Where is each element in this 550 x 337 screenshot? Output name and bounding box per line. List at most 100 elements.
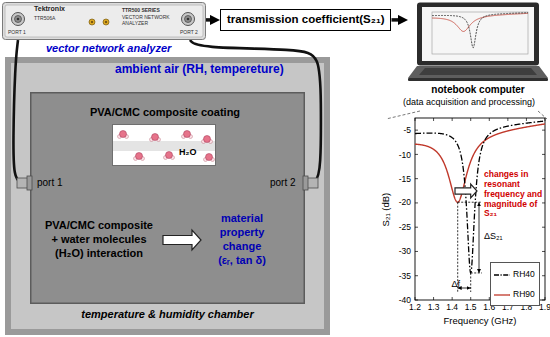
tick-mark (507, 118, 508, 121)
tick-mark (489, 118, 490, 121)
guide-line (471, 272, 482, 273)
sample-box: PVA/CMC composite coatingH₂O (112, 124, 216, 166)
port-connector (187, 18, 190, 21)
port-connector (12, 13, 25, 26)
oxygen-atom (120, 131, 127, 138)
tick-mark (542, 202, 545, 203)
tick-mark (415, 275, 418, 276)
laptop-screen (417, 3, 539, 66)
gold-connector (89, 19, 95, 25)
coax-flange (27, 176, 32, 190)
oxygen-atom (166, 152, 173, 159)
plot-frame (415, 118, 545, 300)
tick-mark (452, 297, 453, 300)
tick-label: -40 (390, 295, 411, 305)
tick-mark (415, 130, 418, 131)
computer-body: (data acquisition and processing) (390, 97, 548, 108)
tick-label: -30 (390, 246, 411, 256)
legend-line-sample (494, 291, 510, 299)
legend-line (494, 294, 510, 295)
legend-line-sample (494, 271, 510, 279)
tick-mark (545, 297, 546, 300)
node-illustration (2, 2, 206, 40)
oxygen-atom (184, 131, 191, 138)
process-note: PVA/CMC composite + water molecules (H₂O… (42, 219, 156, 260)
tick-mark (415, 118, 416, 121)
tick-label: -15 (390, 174, 411, 184)
port-label: PORT 2 (180, 29, 198, 35)
tick-label: 1.3 (422, 302, 446, 312)
legend-line (494, 274, 510, 275)
model-label: TTR506A (34, 15, 55, 21)
legend-label: RH40 (513, 269, 535, 279)
mini-curve (432, 13, 528, 31)
laptop-display (422, 7, 534, 61)
chamber-title: temperature & humidity chamber (5, 308, 330, 321)
tick-mark (415, 178, 418, 179)
panel-label: TTR500 SERIES (122, 7, 176, 13)
port-connector (182, 13, 195, 26)
guide-line (470, 273, 471, 292)
tick-mark (433, 118, 434, 121)
cable-connector (13, 40, 30, 183)
tick-mark (542, 300, 545, 301)
legend-box: RH40RH90 (490, 262, 540, 306)
tick-mark (415, 251, 418, 252)
annotation-label: Δf (441, 279, 460, 290)
chamber-note: ambient air (RH, tempereture) (115, 62, 284, 76)
tick-mark (542, 251, 545, 252)
tick-label: 1.4 (440, 302, 464, 312)
guide-line (457, 202, 458, 292)
oxygen-atom (152, 134, 159, 141)
axis-title: Frequency (GHz) (430, 315, 530, 326)
chamber-fill (8, 60, 327, 332)
oxygen-atom (136, 153, 143, 160)
tick-mark (542, 154, 545, 155)
laptop-edge (408, 78, 548, 81)
gold-connector (103, 19, 109, 25)
oxygen-atom (204, 136, 211, 143)
oxygen-atom (206, 154, 213, 161)
tick-mark (415, 202, 418, 203)
tick-mark (433, 297, 434, 300)
brand-label: Tektronix (34, 5, 65, 13)
laptop-keyboard (419, 68, 537, 75)
tick-mark (542, 130, 545, 131)
arrow-connector (391, 18, 403, 22)
port-connector (15, 16, 22, 23)
panel-label: VECTOR NETWORK ANALYZER (122, 14, 176, 26)
tick-mark (526, 118, 527, 121)
result-note: material property change (εᵣ, tan δ) (214, 212, 270, 267)
legend-label: RH90 (513, 289, 535, 299)
process-arrow (163, 230, 201, 250)
tick-label: -10 (390, 150, 411, 160)
tick-label: -5 (390, 125, 411, 135)
port-connector (185, 16, 192, 23)
tick-label: -35 (390, 271, 411, 281)
port-label: port 1 (37, 177, 63, 189)
tick-mark (470, 118, 471, 121)
tick-mark (470, 297, 471, 300)
instrument-box: vector network analyzer (2, 2, 206, 40)
tick-label: 1.2 (403, 302, 427, 312)
coax-flange (303, 176, 308, 190)
tick-mark (415, 300, 418, 301)
tick-label: -20 (390, 197, 411, 207)
annotation-label: ΔS₂₁ (484, 231, 503, 242)
gold-connector (91, 21, 93, 23)
tick-label: -25 (390, 222, 411, 232)
callout-text: changes in resonant frequency and magnit… (484, 170, 548, 219)
node-illustration (113, 125, 217, 167)
node-illustration (5, 57, 330, 335)
tick-mark (542, 178, 545, 179)
legend-item: RH40 (494, 264, 535, 284)
callout-arrow (455, 184, 477, 198)
tick-mark (415, 227, 418, 228)
node-illustration (408, 2, 548, 82)
tick-mark (542, 275, 545, 276)
process-box: transmission coefficient(S₂₁) (220, 9, 391, 31)
delta-s-arrow (479, 202, 480, 273)
instrument-panel (5, 5, 203, 37)
tick-mark (452, 118, 453, 121)
